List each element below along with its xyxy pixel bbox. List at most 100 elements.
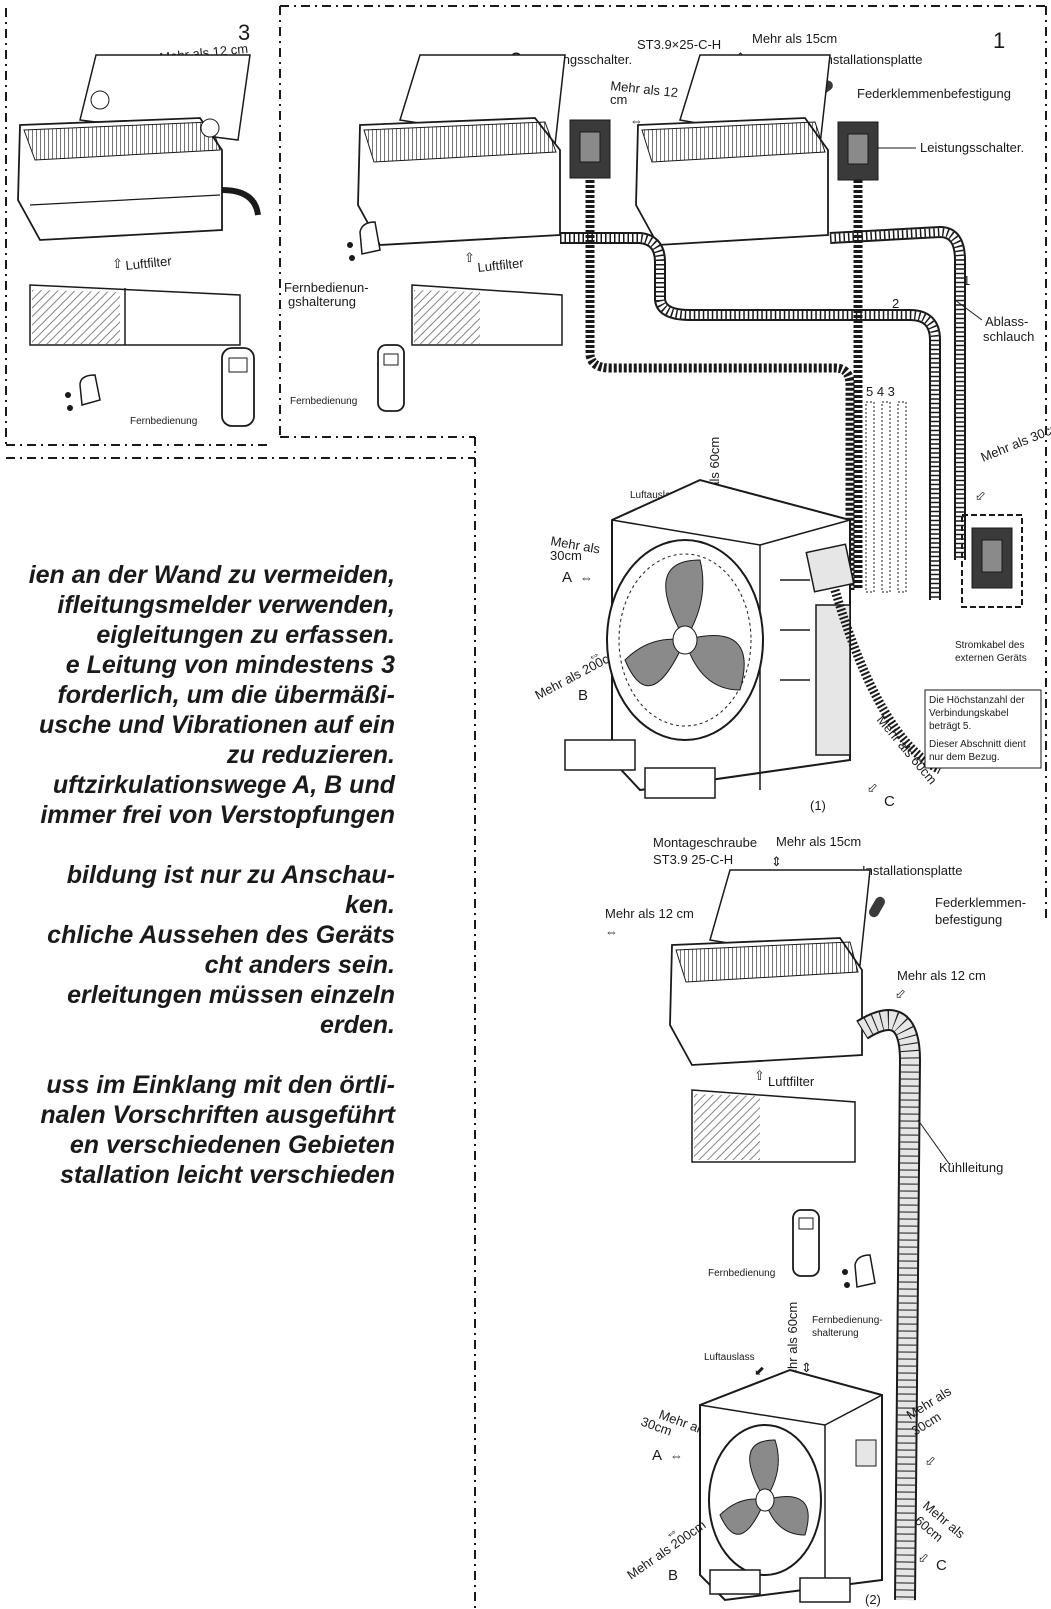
lower-a-letter: A xyxy=(652,1447,662,1464)
panel-1-top-clearance: Mehr als 15cm xyxy=(752,31,837,46)
panel-3-filter-label: Luftfilter xyxy=(125,253,173,273)
lower-top-clearance-outdoor: Mehr als 60cm xyxy=(785,1302,800,1387)
lower-filter-arrow: ⇧ xyxy=(754,1068,765,1083)
note-line: uss im Einklang mit den örtli- xyxy=(46,1071,395,1099)
lower-pipe-label: Kühlleitung xyxy=(939,1160,1003,1175)
lower-outdoor-top-arrow: ⇕ xyxy=(801,1360,812,1375)
outdoor-unit-1: Luftauslass ⬋ Mehr als 60cm ⇕ Mehr als 3… xyxy=(532,419,1051,813)
note-line: eigleitungen zu erfassen. xyxy=(96,621,395,649)
panel-3-number: 3 xyxy=(238,20,250,45)
lower-indoor-unit xyxy=(669,869,871,1066)
note-line: ien an der Wand zu vermeiden, xyxy=(28,561,395,589)
lower-c-letter: C xyxy=(936,1557,947,1574)
panel-1-screw-label: ST3.9×25-C-H xyxy=(637,37,721,52)
note-line: stallation leicht verschieden xyxy=(60,1161,395,1189)
lower-outdoor-feet xyxy=(709,1569,851,1603)
panel-1-cable-count: 5 4 3 xyxy=(866,384,895,399)
panel-3-filter-arrow: ⇧ xyxy=(112,256,123,271)
note-line: uftzirkulationswege A, B und xyxy=(52,771,395,799)
panel-3-indoor-unit xyxy=(17,54,261,241)
lower-remote-holder-icon xyxy=(842,1254,876,1288)
lower-spring-label-1: Federklemmen- xyxy=(935,895,1026,910)
panel-1-cable-bundle xyxy=(865,401,907,593)
panel-2-filter-arrow: ⇧ xyxy=(464,250,475,265)
lower-spring-clip-icon xyxy=(869,896,885,918)
lower-a-arrow: ⇔ xyxy=(670,1448,683,1463)
lower-c-arrow: ⬃ xyxy=(918,1550,929,1565)
outdoor-1-a-clearance-2: 30cm xyxy=(550,548,582,563)
lower-air-filter xyxy=(691,1089,856,1163)
outdoor-1-right-arrow: ⬃ xyxy=(975,488,986,503)
panel-2-remote-label: Fernbedienung xyxy=(290,396,357,407)
note-line: ken. xyxy=(344,891,395,919)
note-line: ifleitungsmelder verwenden, xyxy=(57,591,395,619)
panel-2-indoor-unit xyxy=(357,54,566,246)
lower-top-arrow: ⇕ xyxy=(771,854,782,869)
panel-1: 1 ST3.9×25-C-H ⇕ Mehr als 15cm Installat… xyxy=(560,28,1034,600)
lower-refrigerant-pipe xyxy=(856,1009,922,1601)
panel-1-pipe-2-number: 2 xyxy=(892,296,899,311)
panel-1-plate-label: Installationsplatte xyxy=(822,52,922,67)
panel-2-breaker-icon xyxy=(569,119,611,179)
panel-1-indoor-unit xyxy=(635,54,831,246)
lower-screw-label-1: Montageschraube xyxy=(653,835,757,850)
outdoor-1-outlet-label: Luftauslass xyxy=(630,490,681,501)
outdoor-1-note-2: Verbindungskabel xyxy=(929,708,1009,719)
note-line: erden. xyxy=(319,1011,395,1039)
panel-2-remote-icon xyxy=(377,344,405,412)
panel-2-remote-holder-icon xyxy=(347,221,381,261)
outdoor-1-caption: (1) xyxy=(810,798,826,813)
outdoor-1-note-box: Die Höchstanzahl der Verbindungskabel be… xyxy=(924,689,1042,769)
lower-holder-label-2: shalterung xyxy=(812,1328,859,1339)
note-line: immer frei von Verstopfungen xyxy=(40,801,395,829)
note-line: chliche Aussehen des Geräts xyxy=(47,921,395,949)
lower-plate-label: Installationsplatte xyxy=(862,863,962,878)
outdoor-1-external-cable-1: Stromkabel des xyxy=(955,640,1024,651)
lower-b-letter: B xyxy=(668,1567,678,1584)
lower-right-arrow: ⬃ xyxy=(895,986,906,1001)
outdoor-1-b-arrow: ⇔ xyxy=(584,645,603,664)
outdoor-1-fan-icon xyxy=(606,539,764,741)
panel-1-connection-pipes xyxy=(560,180,966,600)
panel-3-remote-label: Fernbedienung xyxy=(130,416,197,427)
panel-3: 3 Mehr als 12 cm ⇔ ⇧ Luftfilter Fernbedi… xyxy=(17,20,261,427)
lower-side-arrow: ⇔ xyxy=(605,924,618,939)
note-line: usche und Vibrationen auf ein xyxy=(38,711,395,739)
note-line: en verschiedenen Gebieten xyxy=(69,1131,395,1159)
outdoor-1-b-letter: B xyxy=(578,687,588,704)
lower-screw-label-2: ST3.9 25-C-H xyxy=(653,852,733,867)
lower-caption: (2) xyxy=(865,1592,881,1607)
note-line: cht anders sein. xyxy=(204,951,395,979)
outdoor-1-a-letter: A xyxy=(562,569,572,586)
lower-outlet-label: Luftauslass xyxy=(704,1352,755,1363)
outdoor-1-note-4: Dieser Abschnitt dient xyxy=(929,739,1026,750)
installation-notes-text: ien an der Wand zu vermeiden,ifleitungsm… xyxy=(0,560,395,1190)
lower-outdoor-fan-icon xyxy=(708,1424,822,1576)
panel-1-breaker-icon xyxy=(837,121,879,181)
lower-spring-label-2: befestigung xyxy=(935,912,1002,927)
outdoor-1-external-cable-2: externen Geräts xyxy=(955,653,1027,664)
panel-1-breaker-label: Leistungsschalter. xyxy=(920,140,1024,155)
panel-2-filter-label: Luftfilter xyxy=(477,255,525,275)
lower-remote-icon xyxy=(792,1209,820,1277)
panel-3-remote-holder-icon xyxy=(65,374,101,411)
outdoor-1-note-5: nur dem Bezug. xyxy=(929,752,1000,763)
dashed-frames xyxy=(5,5,1048,1608)
panel-1-number: 1 xyxy=(993,28,1005,53)
outdoor-1-c-letter: C xyxy=(884,793,895,810)
outdoor-1-note-1: Die Höchstanzahl der xyxy=(929,695,1025,706)
panel-1-side-clearance-1: Mehr als 12 xyxy=(610,78,679,100)
lower-top-clearance: Mehr als 15cm xyxy=(776,834,861,849)
panel-1-pipe-1-number: 1 xyxy=(963,273,970,288)
lower-installation: Montageschraube ST3.9 25-C-H Mehr als 15… xyxy=(605,834,1026,1607)
note-line: bildung ist nur zu Anschau- xyxy=(66,861,395,889)
outdoor-1-right-clearance: Mehr als 30cm xyxy=(979,419,1051,465)
panel-2-holder-label-2: gshalterung xyxy=(288,294,356,309)
panel-1-drain-label-2: schlauch xyxy=(983,329,1034,344)
note-line: nalen Vorschriften ausgeführt xyxy=(40,1101,395,1129)
lower-outlet-arrow: ⬋ xyxy=(754,1363,765,1378)
note-line: zu reduzieren. xyxy=(226,741,395,769)
external-breaker-icon xyxy=(961,514,1023,608)
panel-2-holder-label-1: Fernbedienun- xyxy=(284,280,369,295)
